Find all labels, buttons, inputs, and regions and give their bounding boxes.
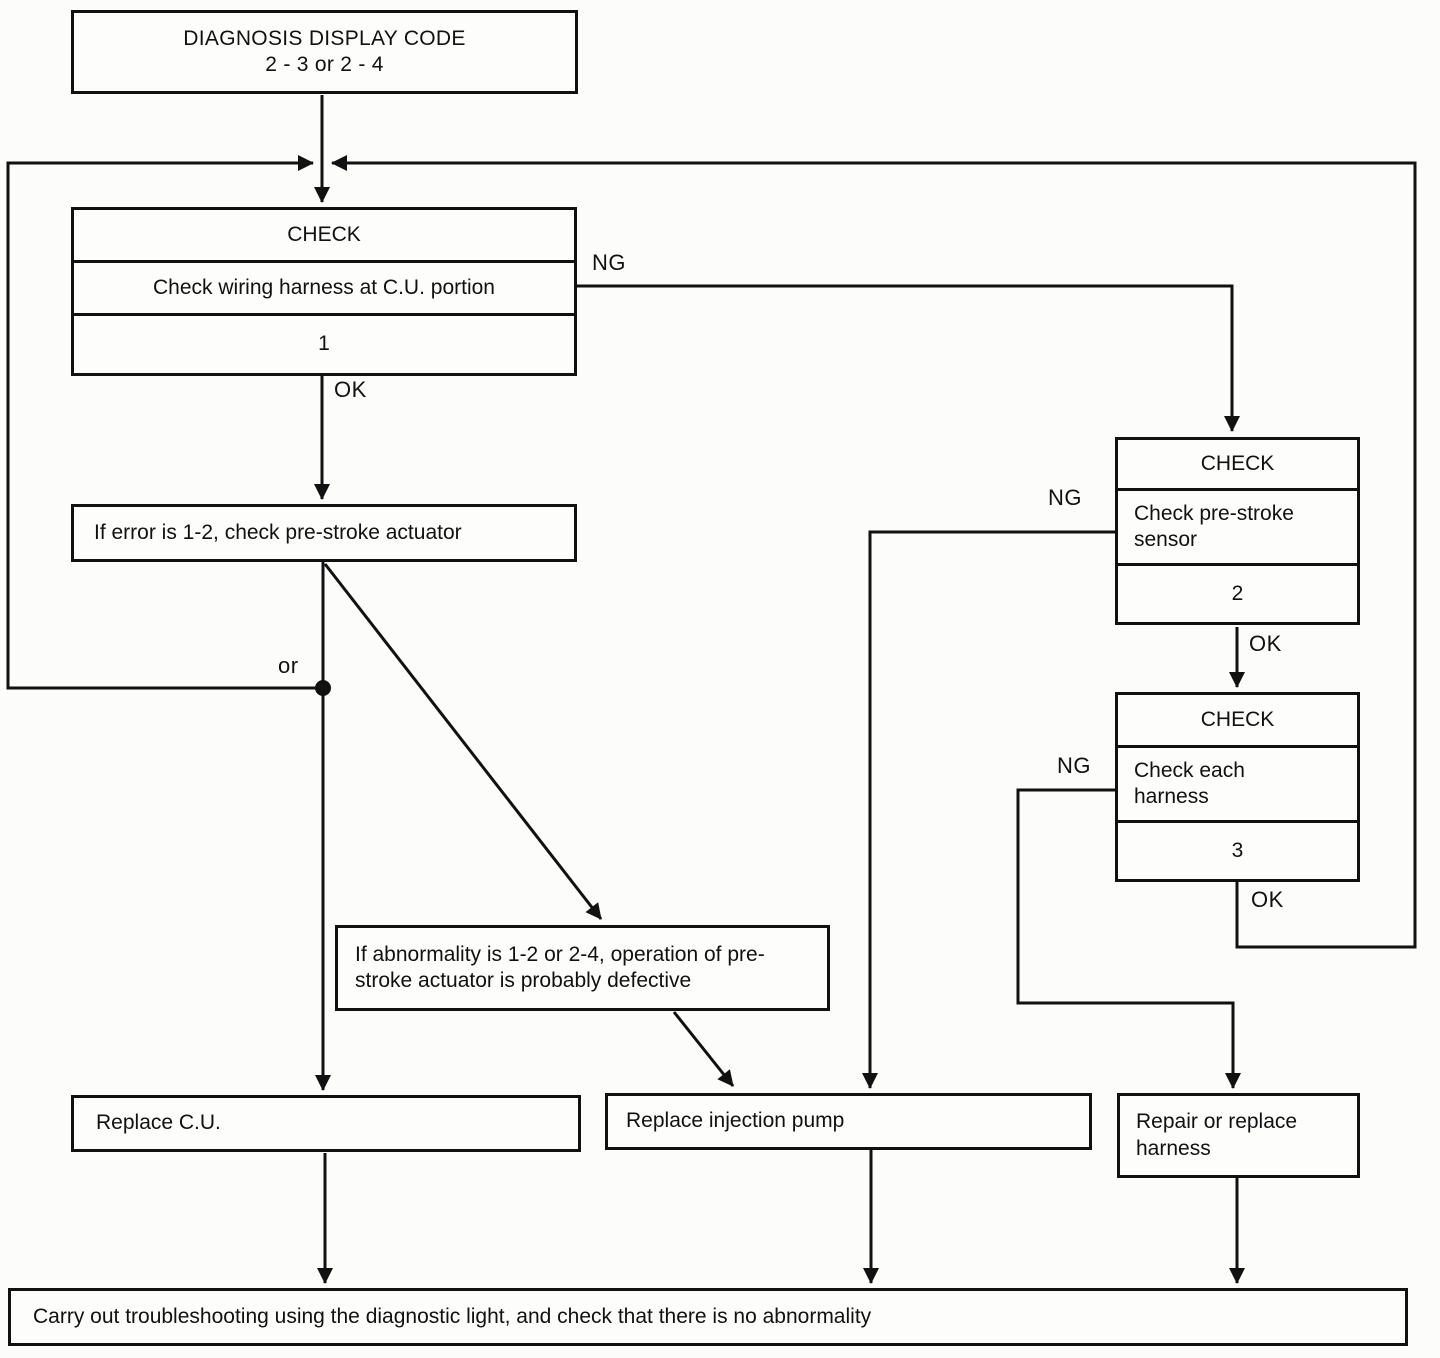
replace-injection-pump-box: Replace injection pump — [605, 1093, 1092, 1150]
connector-check2-ng-to-pump — [862, 530, 1115, 1089]
check3-body: Check each harness — [1118, 745, 1357, 823]
check2-ok-label: OK — [1249, 631, 1282, 656]
connector-error-box-to-abnormality-box — [323, 563, 603, 920]
check1-ok-label: OK — [334, 377, 367, 402]
check3-number: 3 — [1231, 838, 1244, 862]
check1-number: 1 — [318, 332, 330, 356]
replace-cu-box: Replace C.U. — [71, 1095, 581, 1152]
repair-harness-text: Repair or replace harness — [1136, 1110, 1298, 1160]
check2-ng-label: NG — [1048, 485, 1082, 510]
error-1-2-text: If error is 1-2, check pre-stroke actuat… — [94, 520, 462, 544]
replace-injection-pump-text: Replace injection pump — [626, 1109, 845, 1133]
check3-header: CHECK — [1200, 707, 1275, 731]
connector-left-return-loop — [6, 155, 323, 690]
bottom-instruction-box: Carry out troubleshooting using the diag… — [8, 1288, 1408, 1346]
check3-ng-label: NG — [1057, 753, 1091, 778]
check2-body: Check pre-stroke sensor — [1118, 488, 1357, 566]
check1-body: Check wiring harness at C.U. portion — [74, 260, 574, 316]
connector-abnormality-box-to-pump — [672, 1011, 735, 1087]
check1-ng-label: NG — [592, 250, 626, 275]
check2-header: CHECK — [1200, 451, 1275, 475]
check2-number: 2 — [1231, 581, 1244, 605]
diagnosis-display-code-box: DIAGNOSIS DISPLAY CODE 2 - 3 or 2 - 4 — [71, 10, 578, 94]
error-1-2-box: If error is 1-2, check pre-stroke actuat… — [71, 504, 577, 562]
diagnosis-title-line1: DIAGNOSIS DISPLAY CODE — [183, 26, 466, 50]
or-label: or — [278, 653, 299, 678]
repair-harness-box: Repair or replace harness — [1117, 1093, 1360, 1178]
check3-box: CHECK Check each harness 3 — [1115, 692, 1360, 882]
or-junction-dot — [315, 680, 331, 696]
connector-check3-ng-to-repair — [1016, 788, 1241, 1089]
abnormality-text: If abnormality is 1-2 or 2-4, operation … — [355, 942, 765, 992]
connector-check3-ok-return-loop — [331, 155, 1417, 949]
check1-box: CHECK Check wiring harness at C.U. porti… — [71, 207, 577, 376]
check2-box: CHECK Check pre-stroke sensor 2 — [1115, 437, 1360, 625]
abnormality-box: If abnormality is 1-2 or 2-4, operation … — [335, 925, 830, 1011]
connector-check1-ng-to-check2 — [577, 284, 1240, 432]
bottom-instruction-text: Carry out troubleshooting using the diag… — [33, 1304, 872, 1328]
diagnosis-title-line2: 2 - 3 or 2 - 4 — [265, 53, 384, 76]
check1-header: CHECK — [287, 222, 361, 246]
check3-ok-label: OK — [1251, 887, 1284, 912]
replace-cu-text: Replace C.U. — [96, 1111, 221, 1135]
